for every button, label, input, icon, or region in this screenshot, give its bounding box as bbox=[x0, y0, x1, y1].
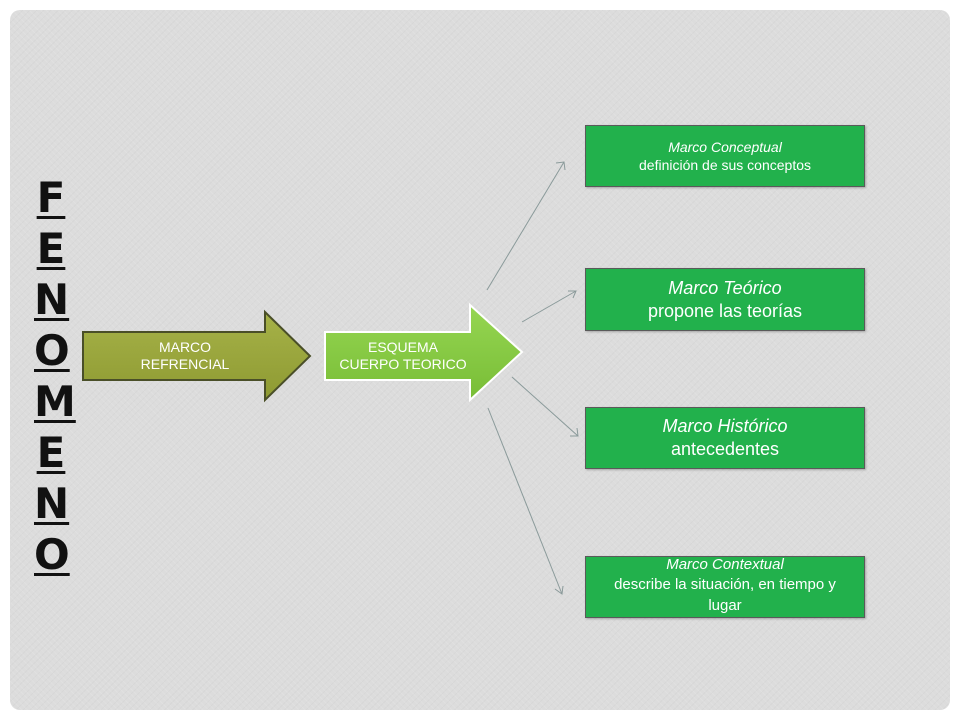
marco-historico-title: Marco Histórico bbox=[662, 416, 788, 436]
marco-conceptual-box: Marco Conceptual definición de sus conce… bbox=[585, 125, 865, 187]
marco-teorico-box: Marco Teórico propone las teorías bbox=[585, 268, 865, 331]
connector-to-conceptual-head bbox=[555, 161, 566, 171]
marco-conceptual-title: Marco Conceptual bbox=[668, 139, 782, 155]
marco-historico-desc: antecedentes bbox=[670, 439, 780, 459]
marco-contextual-box: Marco Contextual describe la situación, … bbox=[585, 556, 865, 618]
connector-to-conceptual bbox=[486, 161, 565, 291]
marco-teorico-title: Marco Teórico bbox=[668, 277, 782, 298]
marco-referencial-arrow bbox=[82, 309, 312, 403]
marco-contextual-title: Marco Contextual bbox=[666, 556, 784, 573]
marco-teorico-desc: propone las teorías bbox=[647, 300, 803, 321]
esquema-label: ESQUEMA CUERPO TEORICO bbox=[339, 339, 467, 372]
connector-to-historico-head bbox=[570, 427, 579, 437]
marco-conceptual-desc: definición de sus conceptos bbox=[639, 157, 811, 173]
connector-to-teorico bbox=[521, 290, 577, 323]
esquema-arrow bbox=[324, 302, 524, 403]
connector-to-contextual-head bbox=[554, 585, 564, 595]
marco-historico-box: Marco Histórico antecedentes bbox=[585, 407, 865, 469]
connector-to-teorico-head bbox=[568, 290, 577, 299]
marco-referencial-label: MARCO REFRENCIAL bbox=[140, 339, 230, 372]
connector-to-contextual bbox=[487, 407, 563, 595]
marco-contextual-desc: describe la situación, en tiempo y lugar bbox=[614, 576, 836, 614]
connector-to-historico bbox=[511, 376, 579, 437]
fenomeno-vertical-title: FENOMENO bbox=[34, 173, 76, 579]
